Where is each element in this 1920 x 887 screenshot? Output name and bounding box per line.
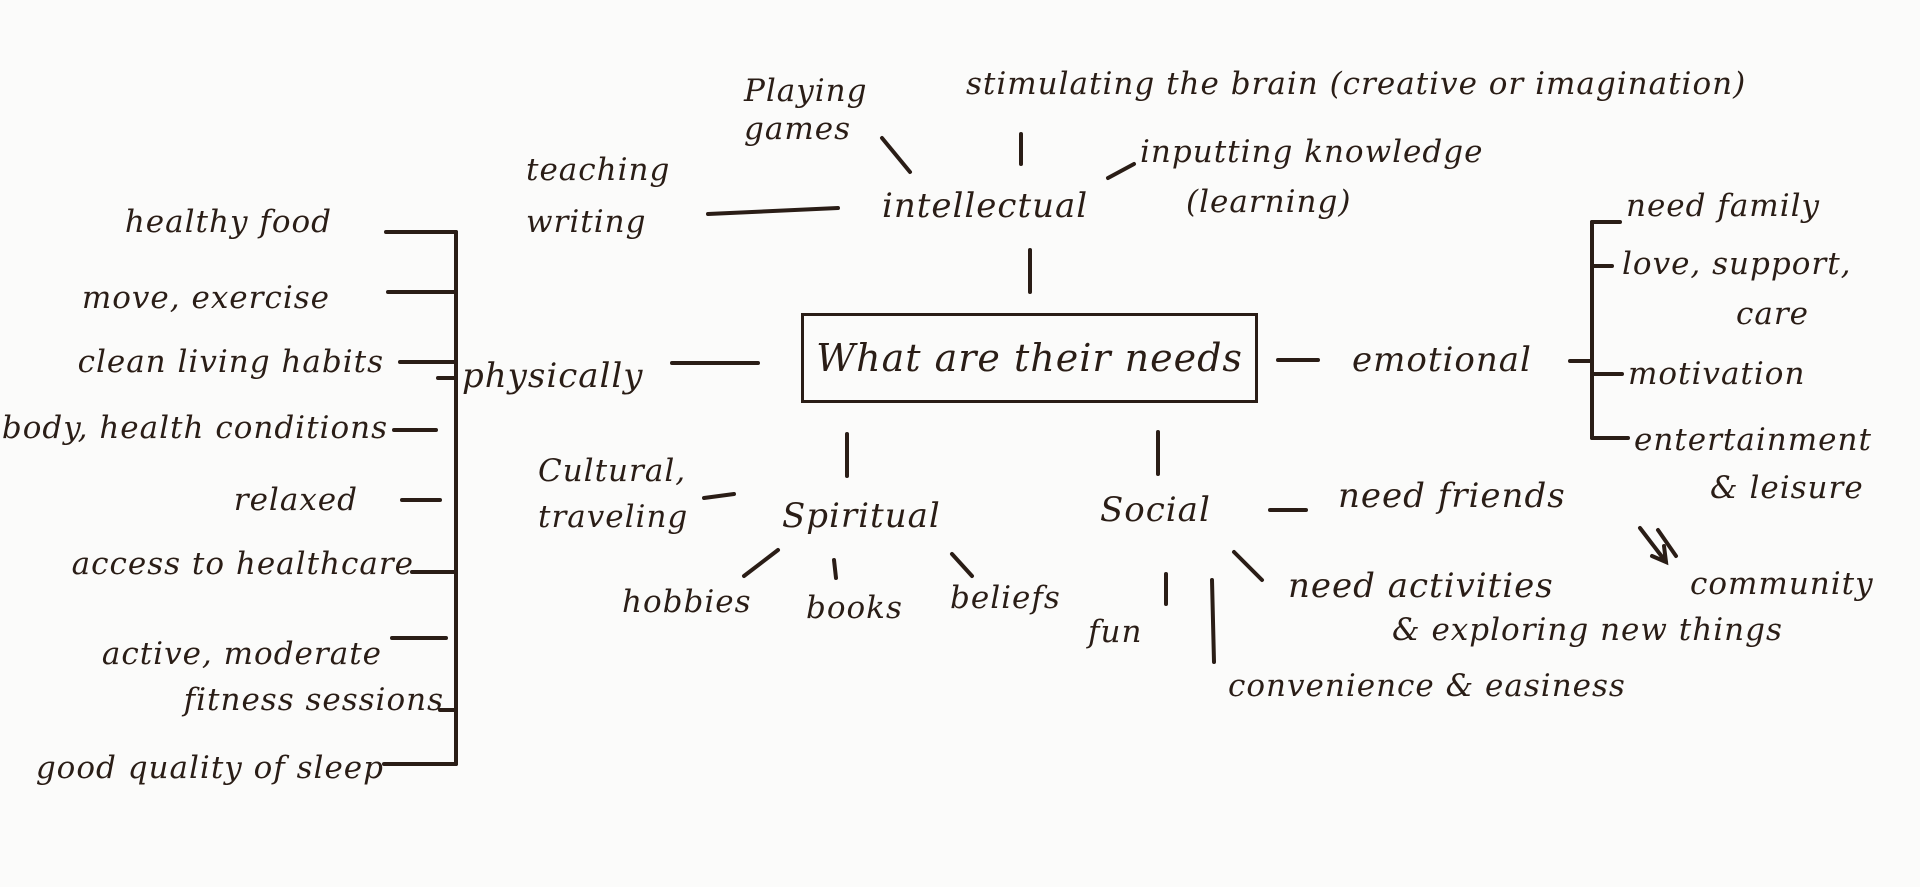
leaf-motivation: motivation: [1628, 356, 1806, 392]
leaf-inputting-knowledge: inputting knowledge: [1140, 134, 1484, 170]
leaf-active-moderate: active, moderate: [101, 636, 382, 672]
leaf-playing-games: Playing games: [744, 73, 868, 147]
leaf-leisure: & leisure: [1710, 470, 1864, 506]
leaf-move-exercise: move, exercise: [81, 280, 330, 316]
node-emotional: emotional: [1352, 340, 1532, 380]
node-intellectual: intellectual: [882, 186, 1089, 226]
connector-spiritual-books: [832, 558, 838, 580]
leaf-cultural-traveling: Cultural, traveling: [538, 453, 689, 535]
connector-intellectual-inputting: [1106, 162, 1136, 180]
leaf-hobbies: hobbies: [622, 584, 752, 620]
leaf-relaxed: relaxed: [233, 482, 358, 518]
leaf-need-friends: need friends: [1338, 476, 1566, 516]
connector-intellectual-playing: [880, 136, 912, 174]
leaf-community: community: [1690, 566, 1874, 602]
leaf-need-family: need family: [1626, 188, 1821, 224]
leaf-entertainment: entertainment: [1634, 422, 1872, 458]
leaf-teaching-writing: teaching writing: [526, 152, 671, 240]
arrow-friends-community: [1638, 526, 1678, 566]
node-spiritual: Spiritual: [782, 496, 941, 536]
leaf-body-health-conditions: body, health conditions: [1, 410, 388, 446]
leaf-exploring-new-things: & exploring new things: [1392, 612, 1783, 648]
node-physically: physically: [462, 356, 644, 396]
leaf-fun: fun: [1088, 614, 1143, 650]
leaf-access-healthcare: access to healthcare: [71, 546, 414, 582]
connector-spiritual-cultural: [702, 492, 736, 500]
connector-social-activities: [1232, 550, 1264, 582]
node-social: Social: [1100, 490, 1211, 530]
connector-social-convenience: [1210, 578, 1216, 664]
connector-spiritual-hobbies: [742, 548, 780, 578]
connector-spiritual-beliefs: [950, 552, 974, 578]
leaf-learning: (learning): [1186, 184, 1352, 220]
leaf-stimulating-brain: stimulating the brain (creative or imagi…: [966, 66, 1747, 102]
leaf-need-activities: need activities: [1288, 566, 1554, 606]
leaf-beliefs: beliefs: [950, 580, 1061, 616]
leaf-fitness-sessions: fitness sessions: [183, 682, 444, 718]
leaf-healthy-food: healthy food: [124, 204, 332, 240]
leaf-books: books: [806, 590, 903, 626]
leaf-care: care: [1736, 296, 1810, 332]
connector-intellectual-teaching: [706, 206, 840, 216]
leaf-clean-living-habits: clean living habits: [77, 344, 384, 380]
leaf-love-support: love, support,: [1622, 246, 1852, 282]
leaf-convenience-easiness: convenience & easiness: [1228, 668, 1626, 704]
central-question-box: What are their needs: [801, 313, 1258, 403]
leaf-good-sleep: good quality of sleep: [35, 750, 384, 786]
